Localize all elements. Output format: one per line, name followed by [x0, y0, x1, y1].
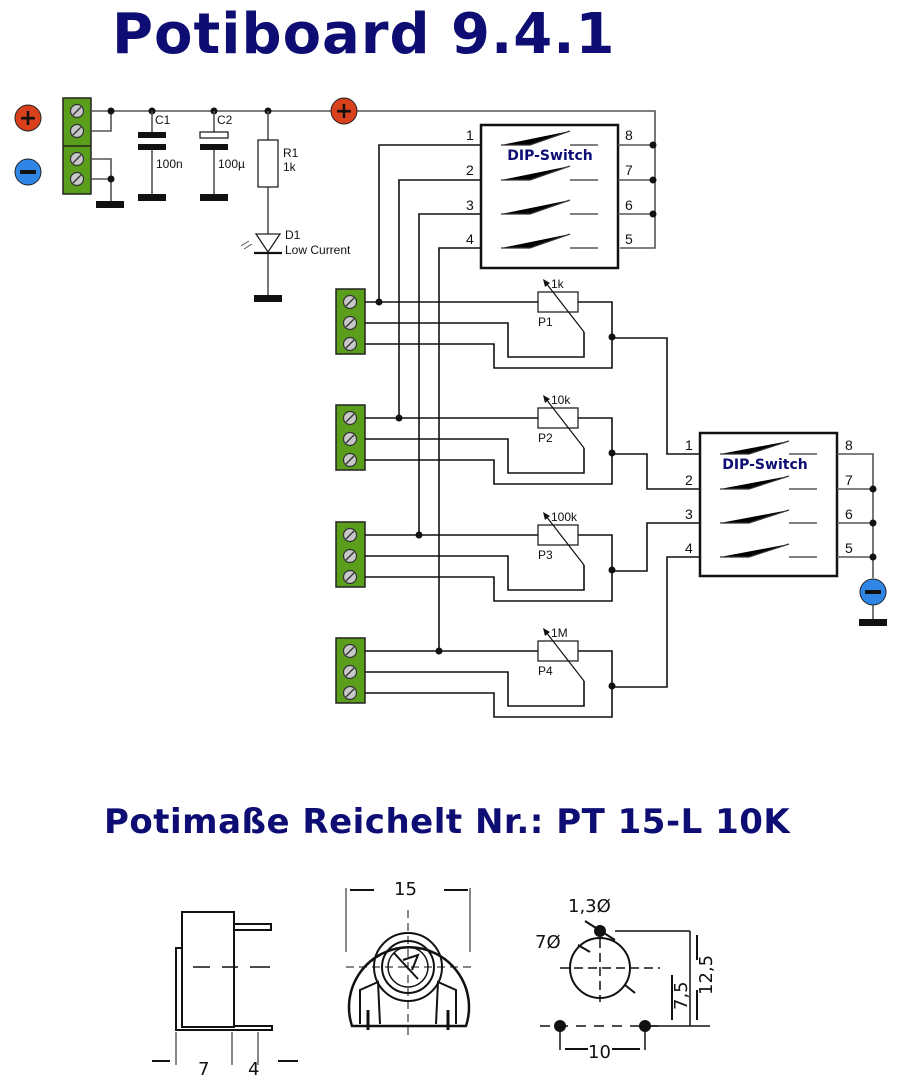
svg-text:7: 7	[845, 472, 853, 488]
pot-group-p4: 1M P4	[335, 626, 616, 718]
wiper-arrow-icon	[545, 282, 585, 333]
dim-hole-diameter: 7Ø	[535, 932, 561, 953]
svg-text:2: 2	[685, 472, 693, 488]
pot-value-label: 1M	[551, 626, 568, 640]
pot-name-label: P4	[538, 664, 553, 678]
svg-text:5: 5	[845, 540, 853, 556]
wiper-arrow-icon	[545, 631, 585, 682]
wiper-arrow-icon	[545, 398, 585, 449]
potentiometer-p3	[537, 524, 579, 546]
potentiometer-p2	[537, 407, 579, 429]
terminal-block	[335, 404, 366, 471]
dip-switch-1: DIP-Switch 1 2 3 4 5 6 7 8	[466, 123, 657, 270]
plus-input-icon: +	[14, 104, 42, 132]
svg-text:1: 1	[466, 127, 474, 143]
pot-value-label: 10k	[551, 393, 571, 407]
power-terminal-block	[62, 97, 92, 195]
svg-text:2: 2	[466, 162, 474, 178]
svg-text:8: 8	[625, 127, 633, 143]
ground-symbol	[96, 201, 124, 208]
pot-name-label: P1	[538, 315, 553, 329]
svg-text:R1: R1	[283, 146, 299, 160]
svg-text:6: 6	[625, 197, 633, 213]
dim-side-pin: 4	[248, 1059, 259, 1080]
dimensions-title: Potimaße Reichelt Nr.: PT 15-L 10K	[104, 802, 791, 842]
pot-side-view	[152, 911, 298, 1065]
svg-text:Low Current: Low Current	[285, 243, 351, 257]
capacitor-c1: C1 100n	[138, 111, 183, 201]
plus-rail-icon: +	[330, 97, 358, 125]
svg-text:D1: D1	[285, 228, 301, 242]
terminal-block	[335, 637, 366, 704]
dim-total-height: 12,5	[696, 955, 717, 995]
svg-text:4: 4	[685, 540, 693, 556]
svg-text:100n: 100n	[156, 157, 183, 171]
svg-text:3: 3	[466, 197, 474, 213]
pot-name-label: P2	[538, 431, 553, 445]
dim-pin-spacing: 10	[588, 1042, 611, 1063]
minus-input-icon	[14, 158, 42, 186]
terminal-block	[335, 521, 366, 588]
svg-text:+: +	[19, 106, 37, 131]
svg-text:1k: 1k	[283, 160, 297, 174]
minus-output-icon	[859, 578, 887, 606]
resistor-r1: R1 1k	[257, 111, 299, 295]
pot-name-label: P3	[538, 548, 553, 562]
svg-text:DIP-Switch: DIP-Switch	[722, 457, 807, 473]
svg-text:5: 5	[625, 231, 633, 247]
dim-side-depth: 7	[198, 1059, 209, 1080]
potentiometer-p1	[537, 291, 579, 313]
dim-front-width: 15	[394, 879, 417, 900]
terminal-block	[335, 288, 366, 355]
svg-text:7: 7	[625, 162, 633, 178]
pot-value-label: 1k	[551, 277, 565, 291]
svg-text:DIP-Switch: DIP-Switch	[507, 148, 592, 164]
dim-pin-diameter: 1,3Ø	[568, 896, 611, 917]
page-title: Potiboard 9.4.1	[112, 2, 616, 67]
svg-text:1: 1	[685, 437, 693, 453]
svg-text:C1: C1	[155, 113, 171, 127]
dim-offset-vertical: 7,5	[671, 981, 692, 1010]
svg-text:3: 3	[685, 506, 693, 522]
svg-text:+: +	[335, 99, 353, 124]
potentiometer-p4	[537, 640, 579, 662]
pot-front-view	[345, 888, 472, 1040]
svg-text:8: 8	[845, 437, 853, 453]
wiper-arrow-icon	[545, 515, 585, 566]
svg-text:6: 6	[845, 506, 853, 522]
dip-switch-2: DIP-Switch 1 2 3 4 5 6 7 8	[685, 431, 887, 626]
pot-value-label: 100k	[551, 510, 578, 524]
capacitor-c2: C2 100µ	[199, 111, 245, 201]
led-d1: D1 Low Current	[240, 228, 351, 302]
svg-text:100µ: 100µ	[218, 157, 245, 171]
ground-symbol-2	[859, 619, 887, 626]
svg-text:4: 4	[466, 231, 474, 247]
svg-text:C2: C2	[217, 113, 233, 127]
